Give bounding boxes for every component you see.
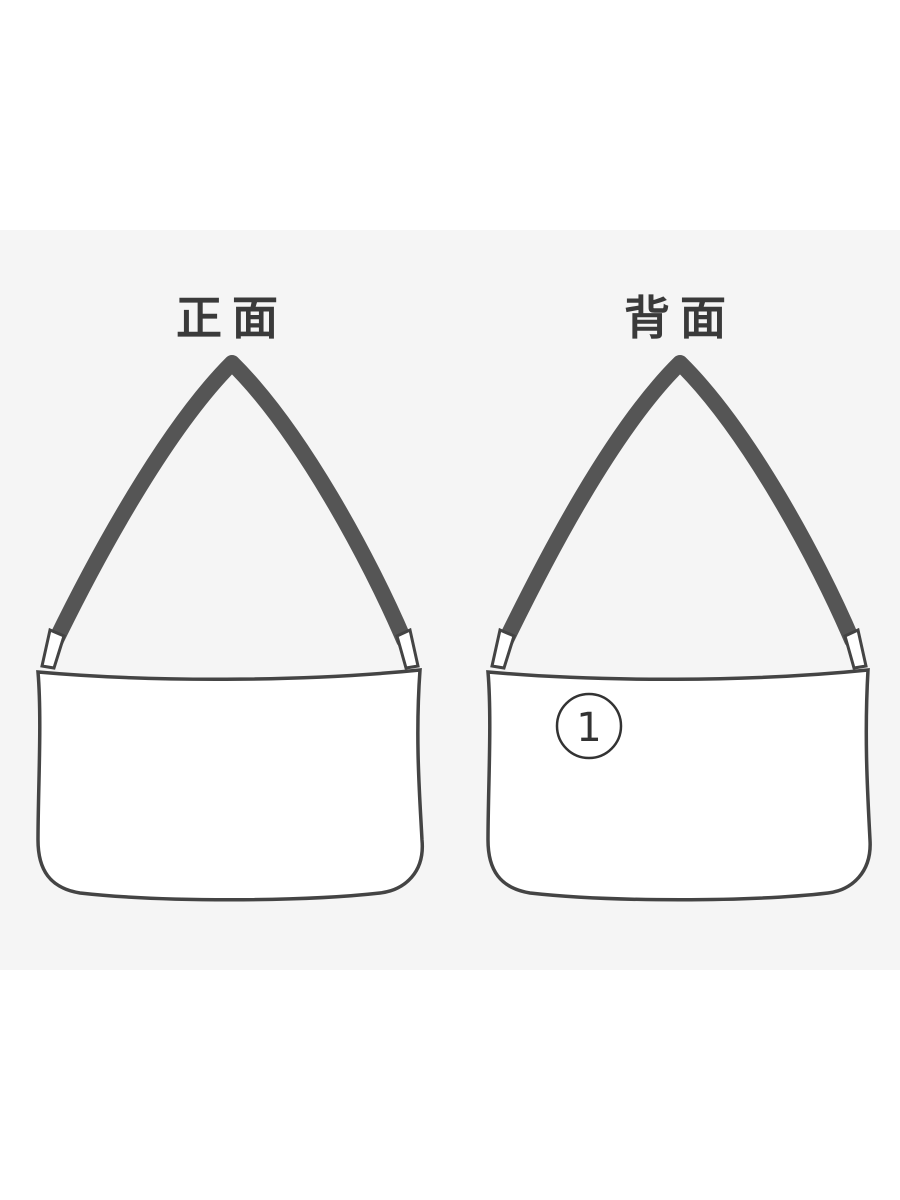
front-view-title: 正面 [176,291,288,345]
front-bag [36,355,424,902]
front-bag-left-connector [40,627,66,670]
back-bag-left-connector [490,627,516,670]
back-bag: 1 [486,355,872,902]
front-bag-right-connector [395,627,420,670]
back-bag-strap [498,355,860,648]
back-bag-marker-circle [555,692,623,760]
back-bag-body [486,668,872,902]
front-bag-strap [48,355,412,648]
back-bag-right-connector [843,627,868,670]
back-view-title: 背面 [624,291,736,345]
front-bag-body [36,668,424,902]
back-bag-marker-number: 1 [576,705,601,751]
